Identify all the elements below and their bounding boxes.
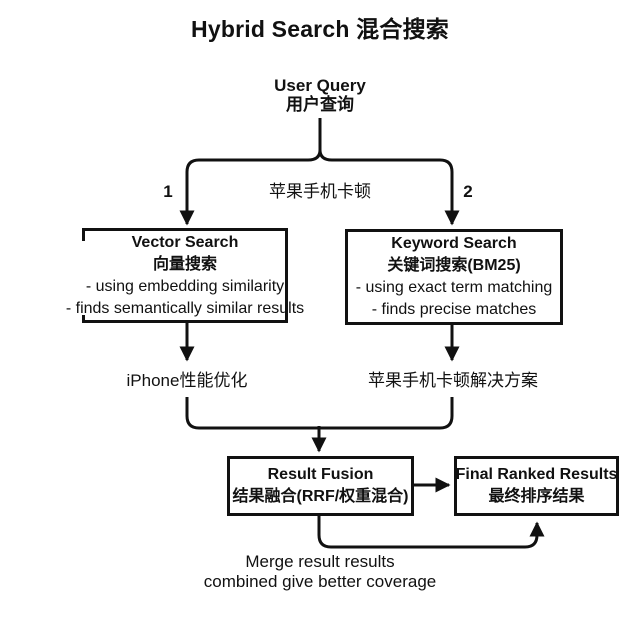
connector-converge-right xyxy=(319,397,454,430)
user-query-label-en: User Query xyxy=(274,76,366,95)
connector-branch-right xyxy=(318,118,460,226)
keyword-search-box: Keyword Search 关键词搜索(BM25) - using exact… xyxy=(345,229,563,325)
final-results-title-en: Final Ranked Results xyxy=(455,466,618,483)
result-fusion-title-en: Result Fusion xyxy=(267,466,374,483)
keyword-search-title-zh: 关键词搜索(BM25) xyxy=(387,257,521,274)
vector-box-corner-stub-bottom xyxy=(82,315,85,323)
vector-search-bullet-2: - finds semantically similar results xyxy=(65,299,305,317)
vector-search-bullet-1: - using embedding similarity xyxy=(85,277,285,295)
merge-caption-line-1: Merge result results xyxy=(245,552,395,571)
branch-label-1: 1 xyxy=(163,182,173,201)
user-query-label-zh: 用户查询 xyxy=(286,95,354,114)
vector-search-title-zh: 向量搜索 xyxy=(152,255,217,273)
vector-search-box: Vector Search 向量搜索 - using embedding sim… xyxy=(66,228,304,323)
branch-query-text: 苹果手机卡顿 xyxy=(269,182,371,201)
vector-result-text: iPhone性能优化 xyxy=(126,371,248,390)
connector-fusion-loop xyxy=(317,515,545,549)
result-fusion-box: Result Fusion 结果融合(RRF/权重混合) xyxy=(227,456,414,516)
final-ranked-results-box: Final Ranked Results 最终排序结果 xyxy=(454,456,619,516)
connector-branch-left xyxy=(179,118,322,226)
merge-caption-line-2: combined give better coverage xyxy=(203,572,437,591)
vector-box-corner-stub-top xyxy=(82,228,85,241)
keyword-search-title-en: Keyword Search xyxy=(391,235,517,252)
user-query-node: User Query 用户查询 xyxy=(0,76,640,114)
keyword-result-text: 苹果手机卡顿解决方案 xyxy=(368,371,538,390)
keyword-search-bullet-2: - finds precise matches xyxy=(371,301,537,318)
merge-caption: Merge result results combined give bette… xyxy=(0,552,640,592)
final-results-title-zh: 最终排序结果 xyxy=(488,488,585,505)
diagram-title: Hybrid Search 混合搜索 xyxy=(191,16,449,42)
connector-converge-left xyxy=(185,397,319,430)
branch-label-2: 2 xyxy=(463,182,473,201)
result-fusion-title-zh: 结果融合(RRF/权重混合) xyxy=(232,488,409,505)
vector-search-title-en: Vector Search xyxy=(131,233,239,251)
keyword-search-bullet-1: - using exact term matching xyxy=(355,279,553,296)
